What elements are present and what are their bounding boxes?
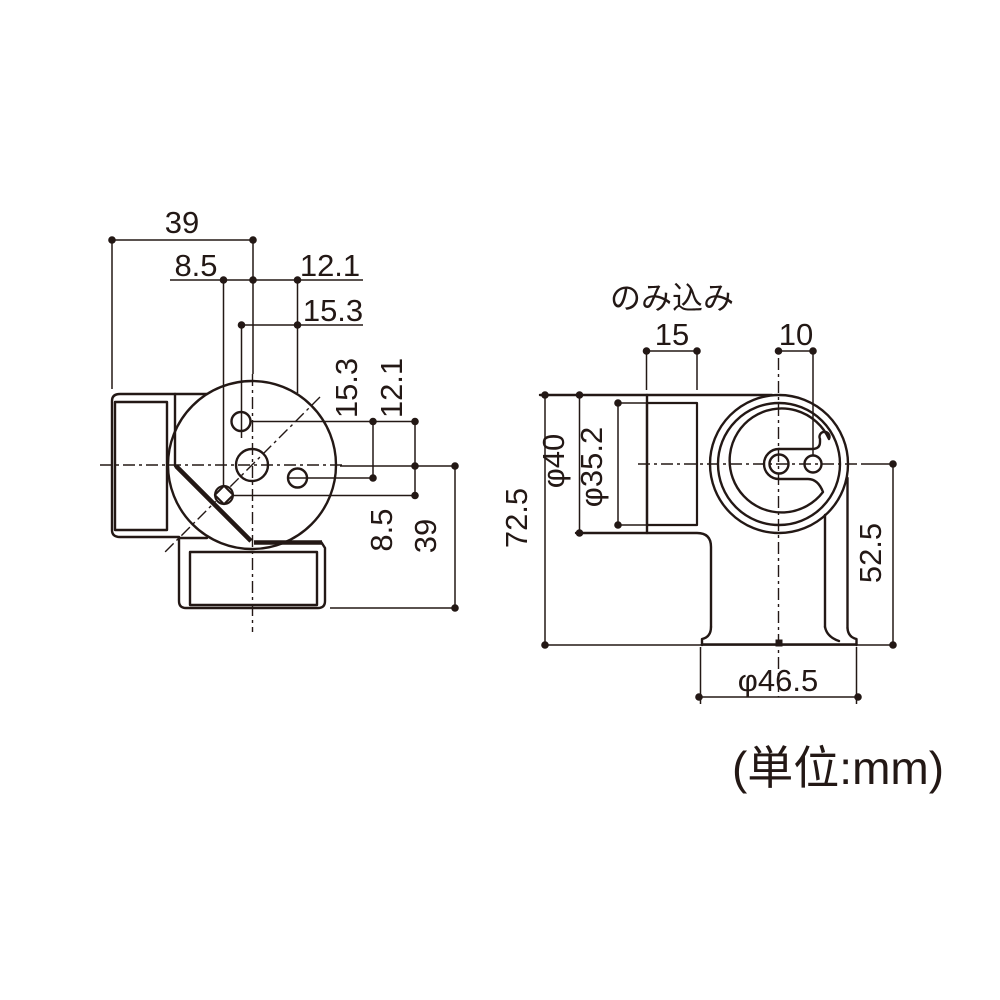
angled-hole-mask — [213, 484, 235, 506]
chamfer-edge-thick-line — [174, 464, 253, 543]
label-15.3-top: 15.3 — [303, 293, 363, 328]
base-flare-left — [700, 625, 713, 647]
label-8.5-top: 8.5 — [174, 248, 217, 283]
front-diagonal-centerline — [163, 396, 321, 554]
side-dimension-dots — [541, 347, 897, 701]
label-8.5-side: 8.5 — [364, 508, 399, 551]
socket-bore — [645, 401, 699, 527]
left-arm-inner-face — [113, 400, 169, 532]
label-39-side: 39 — [408, 519, 443, 553]
front-dimensions — [108, 236, 459, 612]
base-flare-right — [846, 626, 858, 647]
front-labels: 39 8.5 12.1 15.3 15.3 12.1 8.5 39 — [165, 205, 443, 553]
label-15: 15 — [655, 317, 689, 352]
side-dimensions — [541, 347, 897, 704]
base-flare-inner-right — [823, 625, 841, 643]
left-arm-outer-outline — [110, 392, 209, 539]
label-nomikomi: のみ込み — [610, 281, 734, 316]
bottom-arm-inner-face — [188, 550, 319, 607]
front-flange-circle — [166, 379, 338, 551]
boss-inner-circle — [716, 401, 842, 527]
label-phi40: φ40 — [536, 434, 571, 489]
cam-slot-profile — [728, 407, 831, 514]
label-52.5: 52.5 — [853, 523, 888, 583]
label-39-top: 39 — [165, 205, 199, 240]
bottom-arm-outer-outline — [177, 536, 327, 610]
front-view: 39 8.5 12.1 15.3 15.3 12.1 8.5 39 — [100, 205, 459, 632]
label-10: 10 — [779, 317, 813, 352]
label-12.1-top: 12.1 — [300, 248, 360, 283]
label-phi35.2: φ35.2 — [574, 427, 609, 507]
front-dimension-dots — [108, 236, 459, 612]
arm-bottom-edge-and-post-left — [574, 531, 713, 629]
label-15.3-side: 15.3 — [329, 358, 364, 418]
center-hole — [234, 447, 270, 483]
label-72.5: 72.5 — [499, 488, 534, 548]
label-12.1-side: 12.1 — [374, 358, 409, 418]
label-phi46.5: φ46.5 — [738, 663, 818, 698]
side-view: のみ込み 15 10 φ40 φ35.2 72.5 52.5 φ46.5 — [499, 281, 897, 704]
unit-note: (単位:mm) — [732, 742, 944, 794]
counterbore-arc — [762, 447, 781, 481]
centerline-base-marker — [775, 639, 783, 647]
side-center-hole — [768, 453, 790, 475]
angled-hole-square-detail — [213, 484, 235, 506]
front-centerlines — [100, 374, 345, 632]
side-labels: のみ込み 15 10 φ40 φ35.2 72.5 52.5 φ46.5 — [499, 281, 888, 698]
boss-outer-circle — [708, 393, 850, 535]
